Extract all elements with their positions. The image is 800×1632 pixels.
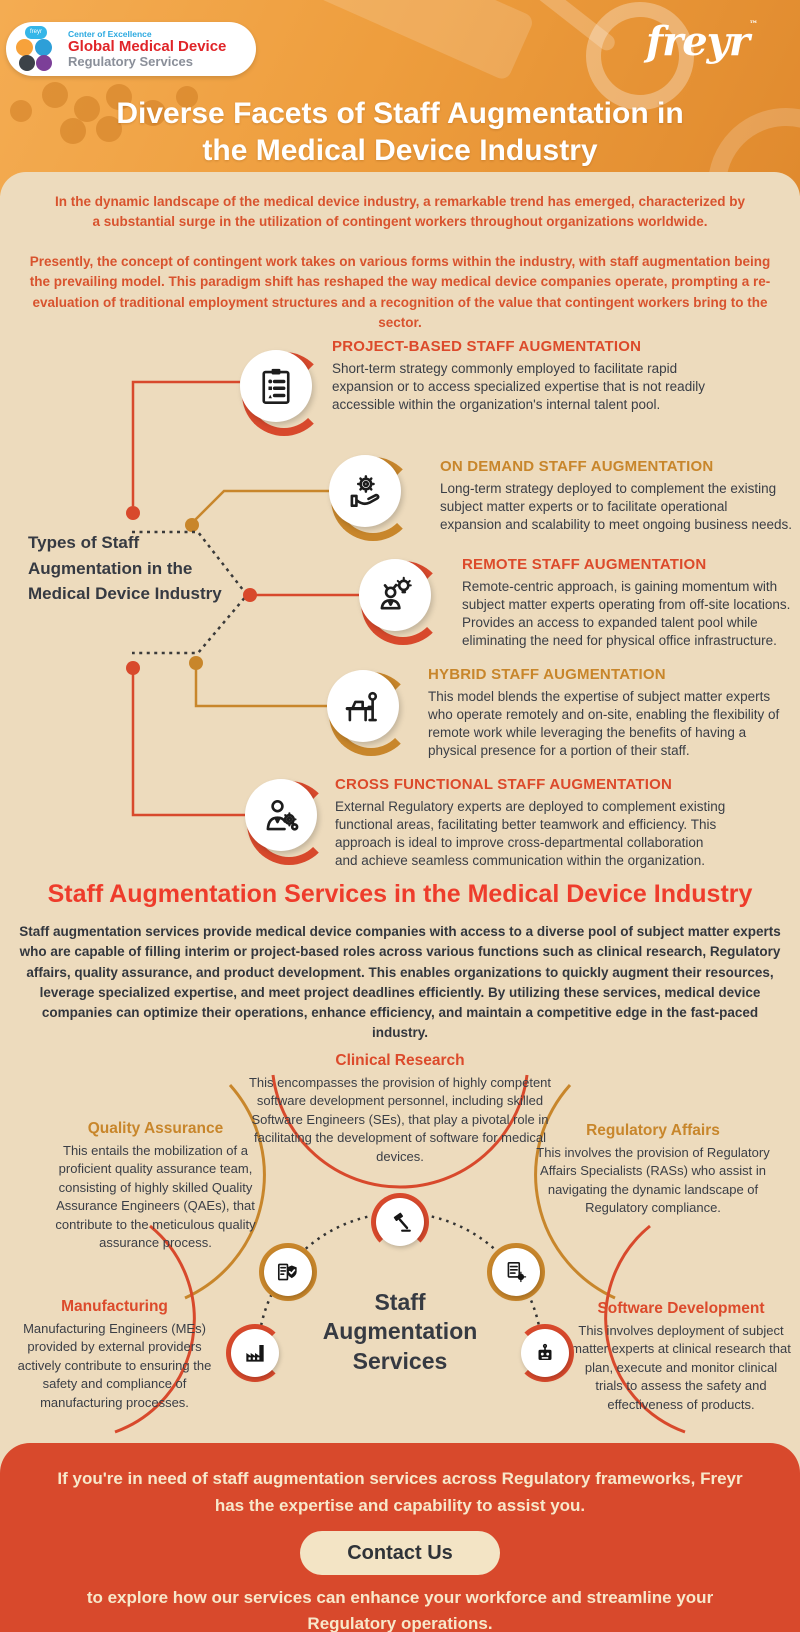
- type-item-1-desc: Short-term strategy commonly employed to…: [332, 361, 705, 412]
- service-regulatory-affairs-desc: This involves the provision of Regulator…: [536, 1145, 770, 1216]
- robot-icon: [538, 1343, 552, 1361]
- freyr-mini-badge: freyr: [25, 26, 47, 39]
- qa-shield-icon: [277, 1263, 297, 1281]
- regulatory-document-icon: [507, 1261, 527, 1283]
- coe-logo-mark: freyr: [14, 26, 60, 72]
- services-diagram: Clinical Research This encompasses the p…: [0, 1040, 800, 1443]
- types-section-label: Types of Staff Augmentation in the Medic…: [28, 533, 222, 603]
- person-with-gears-icon: [266, 800, 299, 831]
- service-clinical-research: Clinical Research This encompasses the p…: [245, 1052, 555, 1166]
- services-intro: Staff augmentation services provide medi…: [19, 924, 781, 1041]
- footer-cta: If you're in need of staff augmentation …: [0, 1443, 800, 1632]
- node-quality-assurance: [246, 1230, 330, 1314]
- type-item-5-desc: External Regulatory experts are deployed…: [335, 799, 726, 868]
- types-section: Types of Staff Augmentation in the Medic…: [0, 330, 800, 868]
- services-heading: Staff Augmentation Services in the Medic…: [47, 880, 753, 908]
- service-clinical-research-title: Clinical Research: [335, 1052, 465, 1069]
- type-item-4-icon-badge: [321, 664, 413, 756]
- coe-subtitle: Regulatory Services: [68, 53, 194, 69]
- type-item-1-icon-badge: [234, 344, 326, 436]
- gear-on-hand-icon: [350, 475, 380, 508]
- type-item-2: ON DEMAND STAFF AUGMENTATION Long-term s…: [440, 458, 792, 534]
- service-manufacturing-title: Manufacturing: [61, 1298, 168, 1315]
- footer-submessage: to explore how our services can enhance …: [86, 1588, 714, 1632]
- trademark-symbol: ™: [749, 20, 758, 30]
- intro-paragraph-2: Presently, the concept of contingent wor…: [29, 254, 771, 330]
- service-manufacturing: Manufacturing Manufacturing Engineers (M…: [12, 1298, 217, 1412]
- page-title: Diverse Facets of Staff Augmentation in …: [0, 96, 800, 170]
- type-item-4-title: HYBRID STAFF AUGMENTATION: [428, 666, 666, 683]
- page-title-line2: the Medical Device Industry: [202, 133, 598, 167]
- node-clinical-research: [371, 1193, 429, 1251]
- coe-logo: freyr Center of Excellence Global Medica…: [6, 22, 256, 76]
- node-regulatory-affairs: [474, 1230, 558, 1314]
- service-quality-assurance-desc: This entails the mobilization of a profi…: [55, 1143, 256, 1251]
- type-item-2-desc: Long-term strategy deployed to complemen…: [440, 481, 792, 532]
- types-connector-lines: [126, 380, 359, 817]
- service-quality-assurance: Quality Assurance This entails the mobil…: [48, 1120, 263, 1253]
- type-item-4-desc: This model blends the expertise of subje…: [428, 689, 780, 758]
- type-item-1: PROJECT-BASED STAFF AUGMENTATION Short-t…: [332, 338, 732, 414]
- factory-icon: [246, 1344, 264, 1362]
- type-item-1-title: PROJECT-BASED STAFF AUGMENTATION: [332, 338, 642, 355]
- service-software-development: Software Development This involves deplo…: [570, 1300, 792, 1414]
- type-item-4: HYBRID STAFF AUGMENTATION This model ble…: [428, 666, 780, 760]
- type-item-5: CROSS FUNCTIONAL STAFF AUGMENTATION Exte…: [335, 776, 727, 870]
- contact-us-button[interactable]: Contact Us: [300, 1531, 500, 1575]
- footer-message: If you're in need of staff augmentation …: [57, 1469, 743, 1516]
- type-item-3-desc: Remote-centric approach, is gaining mome…: [462, 579, 791, 648]
- type-item-3-title: REMOTE STAFF AUGMENTATION: [462, 556, 707, 573]
- service-manufacturing-desc: Manufacturing Engineers (MEs) provided b…: [17, 1321, 212, 1410]
- type-item-3-icon-badge: [353, 553, 445, 645]
- node-software-development: [516, 1324, 574, 1382]
- worker-at-desk-icon: [345, 691, 378, 722]
- remote-worker-idea-icon: [380, 576, 412, 610]
- service-regulatory-affairs: Regulatory Affairs This involves the pro…: [533, 1122, 773, 1218]
- gavel-icon: [393, 1212, 411, 1232]
- service-software-development-desc: This involves deployment of subject matt…: [571, 1323, 791, 1412]
- type-item-5-icon-badge: [239, 773, 331, 865]
- service-software-development-title: Software Development: [597, 1300, 765, 1317]
- type-item-2-title: ON DEMAND STAFF AUGMENTATION: [440, 458, 714, 475]
- freyr-logo: freyr™: [645, 18, 758, 65]
- service-regulatory-affairs-title: Regulatory Affairs: [586, 1122, 720, 1139]
- service-clinical-research-desc: This encompasses the provision of highly…: [248, 1075, 552, 1164]
- clipboard-checklist-icon: [262, 368, 290, 404]
- type-item-2-icon-badge: [323, 449, 415, 541]
- diagram-center-label: Staff Augmentation Services: [322, 1289, 478, 1374]
- node-manufacturing: [226, 1324, 284, 1382]
- type-item-5-title: CROSS FUNCTIONAL STAFF AUGMENTATION: [335, 776, 672, 793]
- coe-title: Global Medical Device: [68, 37, 227, 55]
- type-item-3: REMOTE STAFF AUGMENTATION Remote-centric…: [462, 556, 792, 650]
- service-quality-assurance-title: Quality Assurance: [87, 1120, 224, 1137]
- page-title-line1: Diverse Facets of Staff Augmentation in: [116, 97, 684, 130]
- coe-tagline: Center of Excellence: [68, 28, 152, 39]
- intro-paragraph-1: In the dynamic landscape of the medical …: [54, 194, 745, 230]
